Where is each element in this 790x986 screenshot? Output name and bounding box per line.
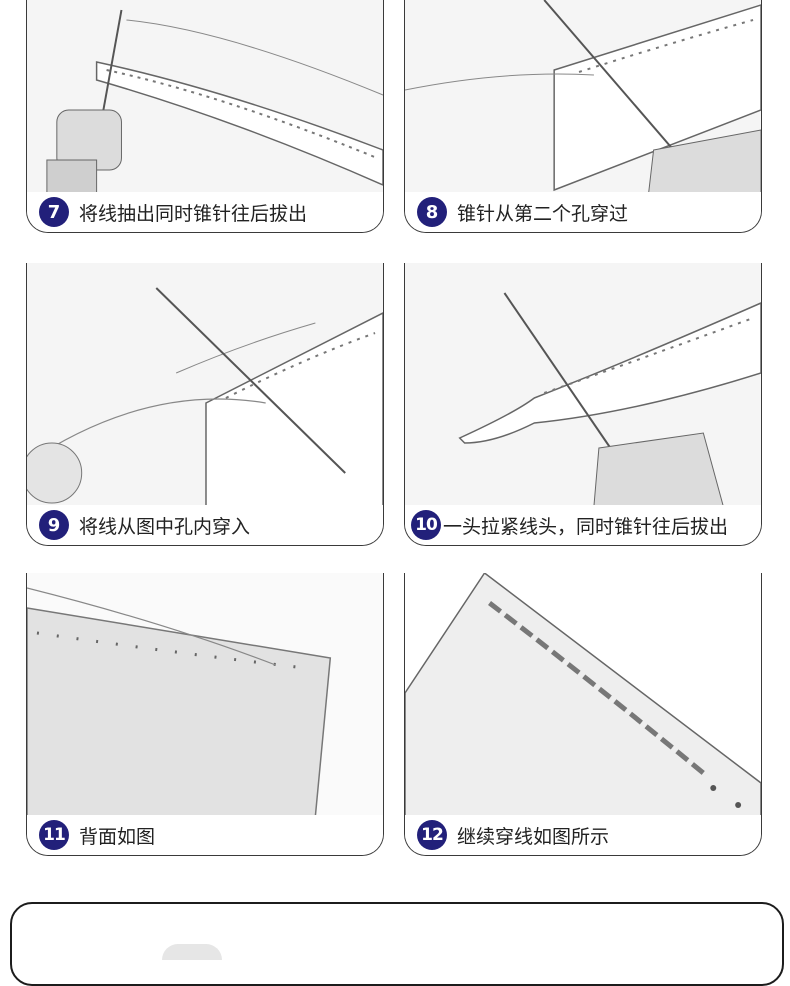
step-7-illustration	[27, 0, 383, 193]
step-instruction: 一头拉紧线头，同时锥针往后拔出	[443, 515, 729, 538]
step-number-badge: 12	[417, 820, 447, 850]
panel-image-fragment	[162, 944, 222, 960]
step-instruction: 背面如图	[79, 825, 156, 848]
step-instruction: 锥针从第二个孔穿过	[457, 202, 629, 225]
step-8-caption: 8 锥针从第二个孔穿过	[405, 192, 761, 232]
step-card-7: 7 将线抽出同时锥针往后拔出	[26, 0, 384, 233]
step-instruction: 将线从图中孔内穿入	[79, 515, 251, 538]
step-instruction: 继续穿线如图所示	[457, 825, 610, 848]
step-7-caption: 7 将线抽出同时锥针往后拔出	[27, 192, 383, 232]
step-8-illustration	[405, 0, 761, 193]
step-card-12: 12 继续穿线如图所示	[404, 573, 762, 856]
step-10-illustration	[405, 263, 761, 506]
step-11-illustration	[27, 573, 383, 816]
step-card-10: 10 一头拉紧线头，同时锥针往后拔出	[404, 263, 762, 546]
step-card-8: 8 锥针从第二个孔穿过	[404, 0, 762, 233]
step-number-badge: 11	[39, 820, 69, 850]
step-card-9: 9 将线从图中孔内穿入	[26, 263, 384, 546]
step-number-badge: 10	[411, 510, 441, 540]
step-number-badge: 9	[39, 510, 69, 540]
step-12-illustration	[405, 573, 761, 816]
step-number-badge: 7	[39, 197, 69, 227]
step-10-caption: 10 一头拉紧线头，同时锥针往后拔出	[405, 505, 761, 545]
step-card-11: 11 背面如图	[26, 573, 384, 856]
step-11-caption: 11 背面如图	[27, 815, 383, 855]
step-9-caption: 9 将线从图中孔内穿入	[27, 505, 383, 545]
step-9-illustration	[27, 263, 383, 506]
step-number-badge: 8	[417, 197, 447, 227]
next-section-panel	[10, 902, 784, 986]
step-12-caption: 12 继续穿线如图所示	[405, 815, 761, 855]
step-instruction: 将线抽出同时锥针往后拔出	[79, 202, 308, 225]
